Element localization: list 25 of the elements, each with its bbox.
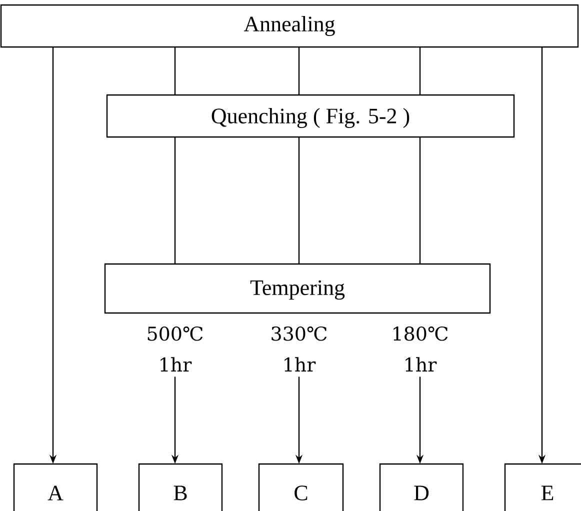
process-box xyxy=(0,4,579,48)
box-label: Tempering xyxy=(250,280,345,300)
condition-label: 180℃ 1hr xyxy=(394,326,448,372)
connector-line xyxy=(174,137,176,264)
connector-line xyxy=(298,47,300,95)
process-box xyxy=(106,94,515,138)
result-box xyxy=(504,463,581,511)
result-box xyxy=(379,463,464,511)
process-box xyxy=(104,263,491,314)
box-label: E xyxy=(541,486,554,500)
connector-line xyxy=(419,47,421,95)
result-box xyxy=(13,463,98,511)
box-label: D xyxy=(414,486,429,500)
connector-line xyxy=(174,47,176,95)
result-box xyxy=(258,463,344,511)
box-label: A xyxy=(48,486,64,500)
box-label: Annealing xyxy=(244,16,335,36)
connector-line xyxy=(298,137,300,264)
box-label: B xyxy=(174,486,187,500)
result-box xyxy=(138,463,223,511)
connector-line xyxy=(419,137,421,264)
box-label: C xyxy=(294,486,308,500)
condition-label: 330℃ 1hr xyxy=(272,326,327,372)
box-label: Quenching ( Fig. 5-2 ) xyxy=(212,108,410,128)
condition-label: 500℃ 1hr xyxy=(148,326,203,372)
